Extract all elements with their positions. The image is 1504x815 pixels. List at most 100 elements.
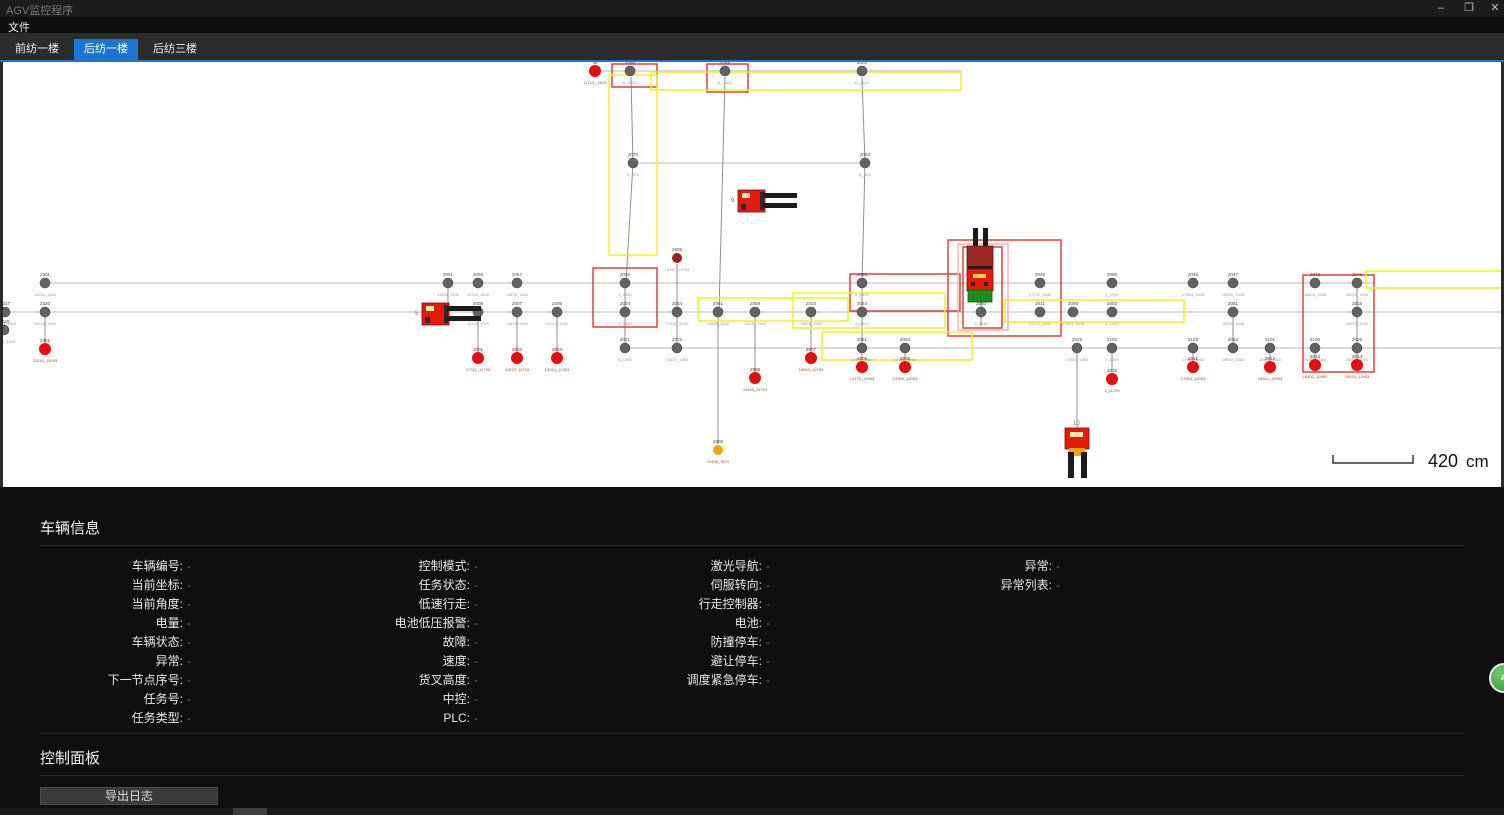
svg-text:8_1940: 8_1940 bbox=[855, 292, 869, 297]
field-value: - bbox=[474, 597, 478, 611]
close-button[interactable]: ✕ bbox=[1490, 2, 1500, 14]
svg-text:2080: 2080 bbox=[1068, 301, 1079, 306]
field-row: 车辆编号:- bbox=[0, 557, 191, 576]
svg-text:2100: 2100 bbox=[1310, 337, 1321, 342]
vehicle-badge[interactable]: 4 bbox=[1489, 663, 1504, 693]
svg-text:6_-870: 6_-870 bbox=[859, 172, 872, 177]
minimize-button[interactable]: – bbox=[1437, 2, 1445, 14]
svg-text:2103: 2103 bbox=[1188, 337, 1199, 342]
svg-text:13400_1540: 13400_1540 bbox=[744, 321, 767, 326]
svg-text:14358_12063: 14358_12063 bbox=[893, 376, 918, 381]
tab-1[interactable]: 后纺一楼 bbox=[74, 39, 138, 60]
field-label: 伺服转向: bbox=[710, 578, 762, 592]
field-value: - bbox=[474, 559, 478, 573]
field-label: 电池低压报警: bbox=[394, 616, 470, 630]
svg-text:2001: 2001 bbox=[473, 347, 484, 352]
menu-file[interactable]: 文件 bbox=[8, 22, 30, 34]
horizontal-scrollbar[interactable] bbox=[0, 808, 1504, 815]
export-log-button[interactable]: 导出日志 bbox=[40, 787, 218, 805]
scrollbar-thumb[interactable] bbox=[233, 808, 267, 815]
path-line bbox=[625, 162, 634, 284]
tab-2[interactable]: 后纺三楼 bbox=[153, 43, 197, 55]
field-value: - bbox=[187, 635, 191, 649]
field-row: 货叉高度:- bbox=[287, 671, 478, 690]
svg-text:2081: 2081 bbox=[1228, 301, 1239, 306]
field-label: 任务号: bbox=[143, 692, 183, 706]
svg-text:5: 5 bbox=[415, 311, 419, 317]
field-value: - bbox=[187, 616, 191, 630]
svg-text:2011: 2011 bbox=[1188, 356, 1198, 361]
agv-forklift[interactable]: 5 bbox=[415, 302, 481, 326]
agv-forklift[interactable] bbox=[966, 228, 994, 303]
svg-text:2022: 2022 bbox=[512, 347, 523, 352]
restore-button[interactable]: ❐ bbox=[1464, 2, 1474, 14]
svg-text:13693_12793: 13693_12793 bbox=[799, 367, 824, 372]
agv-forklift[interactable]: 9 bbox=[731, 189, 797, 213]
agv-forklift[interactable]: 10 bbox=[1064, 421, 1090, 478]
svg-text:2317: 2317 bbox=[0, 301, 11, 306]
tab-0[interactable]: 前纺一楼 bbox=[15, 43, 59, 55]
menu-bar: 文件 bbox=[0, 17, 1504, 34]
svg-text:2908: 2908 bbox=[750, 367, 761, 372]
